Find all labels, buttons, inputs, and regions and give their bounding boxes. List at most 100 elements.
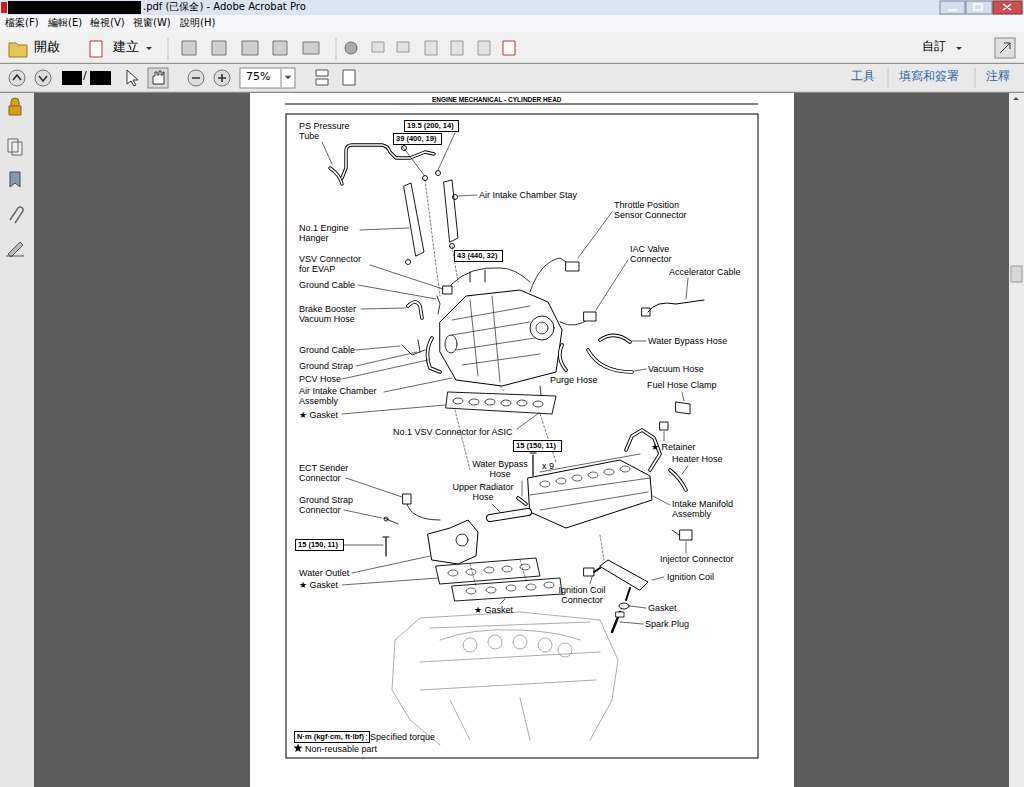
star-symbol [293, 743, 303, 753]
minimize-button [940, 1, 965, 14]
part-label: Intake Manifold Assembly [672, 499, 744, 519]
view-icons [316, 70, 355, 85]
engine-block [392, 612, 618, 745]
manifold-details [530, 454, 650, 510]
part-label: Air Intake Chamber Assembly [299, 386, 387, 406]
toolbar-icons [503, 41, 515, 55]
expand-icon [995, 38, 1015, 58]
gasket-holes [448, 564, 554, 594]
page-count-box [90, 71, 111, 85]
page-separator: / [83, 70, 87, 82]
part-label: Brake Booster Vacuum Hose [299, 304, 365, 324]
upper-radiator-hose [490, 512, 528, 518]
panel-tab: 填寫和簽署 [899, 70, 959, 83]
hand-tool-icon [148, 68, 168, 88]
outlet-port [456, 534, 468, 546]
gaskets [436, 558, 562, 601]
hand-glyph [153, 71, 164, 84]
pages-icon [8, 139, 22, 155]
torque-value: 43 (440, 32) [457, 251, 497, 261]
menu-item: 檢視(V) [90, 17, 125, 28]
legend-entry: : Specified torque [365, 732, 435, 743]
security-icon [9, 98, 21, 115]
torque-box: 43 (440, 32) [454, 250, 503, 262]
part-label: ECT Sender Connector [299, 463, 361, 483]
gasket-holes [453, 398, 543, 407]
engine-hanger [404, 183, 424, 256]
part-label: No.1 Engine Hanger [299, 223, 359, 243]
part-label: Gasket [648, 603, 677, 613]
part-label: Ignition Coil [667, 572, 714, 582]
part-label: Ground Cable [299, 345, 355, 355]
engine-parts [322, 0, 846, 745]
torque-value: 19.5 (200, 14) [407, 121, 454, 131]
window-glyphs [948, 4, 1011, 10]
part-label: Spark Plug [645, 619, 689, 629]
torque-box: 15 (150, 11) [513, 440, 562, 452]
select-tool-icon [127, 70, 138, 86]
torque-value: 39 (400, 19) [396, 134, 436, 144]
pdf-page [250, 93, 794, 787]
prev-page-icon [9, 70, 25, 86]
torque-value: N·m (kgf·cm, ft·lbf) [297, 732, 364, 742]
scroll-thumb [1011, 266, 1022, 282]
part-label: Water Outlet [299, 568, 349, 578]
menu-item: 編輯(E) [48, 17, 82, 28]
torque-box: 15 (150, 11) [295, 539, 344, 551]
redaction [8, 1, 141, 14]
torque-box: 19.5 (200, 14) [404, 120, 459, 132]
part-label: Fuel Hose Clamp [647, 380, 717, 390]
page-header: ENGINE MECHANICAL - CYLINDER HEAD [432, 96, 562, 103]
part-label: PCV Hose [299, 374, 341, 384]
spark-plug-hex [616, 612, 624, 617]
toolbar-button: 建立 [113, 40, 139, 55]
create-icon [90, 41, 102, 57]
dropdown-arrow [146, 47, 152, 50]
arrow-glyphs [13, 75, 47, 81]
gear-icon [345, 42, 357, 54]
coil-gasket [619, 603, 629, 609]
part-label: IAC Valve Connector [630, 244, 682, 264]
part-label: Water Bypass Hose [648, 336, 727, 346]
throttle-bore [536, 322, 548, 334]
part-label: Accelerator Cable [669, 267, 741, 277]
window-title: .pdf (已保全) - Adobe Acrobat Pro [143, 1, 306, 12]
torque-box: 39 (400, 19) [393, 133, 442, 145]
quantity-label: x 9 [542, 461, 554, 471]
intake-manifold [528, 460, 652, 528]
next-page-icon [35, 70, 51, 86]
toolbar-divider [0, 92, 1024, 93]
assembly-guides [425, 180, 604, 586]
zoom-dropdown [281, 69, 291, 87]
toolbar-divider [0, 63, 1024, 64]
star-symbol [294, 744, 303, 753]
part-label: Injector Connector [660, 554, 734, 564]
zoom-value: 75% [246, 71, 270, 83]
accelerator-cable [648, 300, 704, 312]
part-label: ★ Retainer [651, 442, 696, 452]
app-icon [1, 2, 7, 13]
menu-item: 視窗(W) [133, 17, 171, 28]
scrollbar [1009, 93, 1024, 787]
page-number-box [62, 71, 82, 85]
strap-ring [384, 517, 388, 521]
toolbar-button: 開啟 [34, 40, 60, 55]
menu-bar [0, 15, 1024, 32]
chamber-stay [444, 180, 458, 242]
menu-item: 說明(H) [180, 17, 215, 28]
toolbar-button: 自訂 [922, 40, 946, 53]
air-intake-chamber [440, 290, 562, 386]
legend-entry: Non-reusable part [293, 743, 377, 755]
part-label: ★ Gasket [299, 410, 338, 420]
scroll-arrow [1013, 97, 1019, 100]
legend-torque-box: N·m (kgf·cm, ft·lbf) [294, 731, 370, 743]
toolbar-separators [168, 38, 336, 60]
part-label: VSV Connector for EVAP [299, 254, 367, 274]
bookmark-icon [10, 172, 20, 187]
part-label: Ground Cable [299, 280, 355, 290]
connectors [403, 262, 692, 576]
